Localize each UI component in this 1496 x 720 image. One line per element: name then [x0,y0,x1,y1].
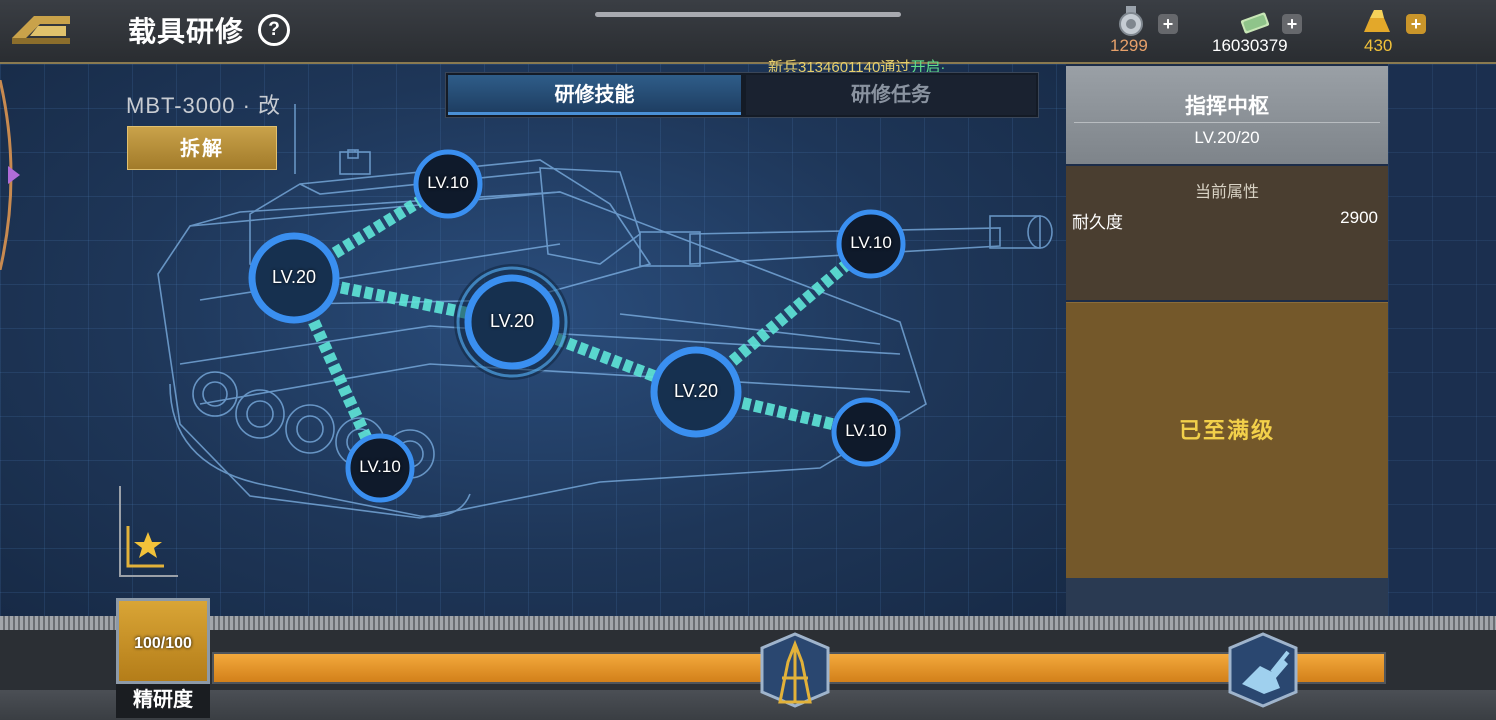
attribute-box: 当前属性 耐久度 2900 [1066,166,1388,300]
cash-icon [1240,12,1270,34]
cash-count: 16030379 [1212,36,1288,55]
gold-count: 430 [1364,36,1393,55]
tab-bar: 研修技能 研修任务 [445,72,1039,118]
drag-handle[interactable] [595,12,901,17]
precision-label: 精研度 [116,684,210,718]
vehicle-name: MBT-3000 · 改 [126,93,282,118]
add-cash-button[interactable]: + [1282,14,1302,34]
expand-side-icon[interactable] [0,80,26,270]
resource-cash: + 16030379 [1210,4,1310,56]
tank-blueprint [157,104,1053,519]
blueprint-right-strip [1388,64,1496,618]
tab-research-skills[interactable]: 研修技能 [448,75,741,115]
skill-node-4[interactable]: LV.10 [850,233,892,252]
skill-info-header: 指挥中枢 LV.20/20 [1066,66,1388,164]
announcement-middle: 通过 [880,59,911,76]
skill-node-2[interactable]: LV.20 [271,267,317,287]
announcement-prefix: 新兵3134601140 [768,59,881,76]
skill-title: 指挥中枢 [1185,95,1269,118]
resource-gold: + 430 [1356,4,1436,56]
skill-node-7[interactable]: LV.10 [359,457,401,476]
add-medal-button[interactable]: + [1158,14,1178,34]
skill-level: LV.20/20 [1194,128,1260,147]
medal-count: 1299 [1110,36,1148,55]
dismantle-button[interactable]: 拆解 [127,126,277,170]
announcement-ticker: 新兵3134601140通过开启· [768,56,945,77]
panel-divider [1074,122,1380,123]
help-icon[interactable]: ? [258,14,290,46]
attribute-value: 2900 [1340,208,1378,227]
skill-node-rings [248,149,906,503]
resource-medal: + 1299 [1104,4,1184,56]
attribute-title: 当前属性 [1194,184,1259,201]
max-level-box: 已至满级 [1066,302,1388,579]
max-level-status: 已至满级 [1178,418,1275,443]
back-arrow-icon[interactable] [8,8,74,46]
tab-research-tasks[interactable]: 研修任务 [746,75,1036,115]
medal-icon [1119,6,1143,36]
skill-node-3[interactable]: LV.20 [489,311,535,331]
skill-node-6[interactable]: LV.10 [845,421,887,440]
precision-box[interactable]: 100/100 [116,598,210,684]
top-bar: 载具研修 ? + 1299 + 16030379 + 430 [0,0,1496,64]
reward-tower-icon[interactable] [760,632,830,708]
skill-node-1[interactable]: LV.10 [427,173,469,192]
skill-node-5[interactable]: LV.20 [673,381,719,401]
rank-star-icon [119,486,178,577]
reward-artillery-icon[interactable] [1228,632,1298,708]
precision-value: 100/100 [134,635,192,652]
panel-footer [1066,578,1388,618]
gold-bar-icon [1364,10,1390,32]
page-title: 载具研修 [128,16,245,47]
announcement-suffix: 开启· [910,59,946,76]
add-gold-button[interactable]: + [1406,14,1426,34]
attribute-name: 耐久度 [1072,213,1123,232]
